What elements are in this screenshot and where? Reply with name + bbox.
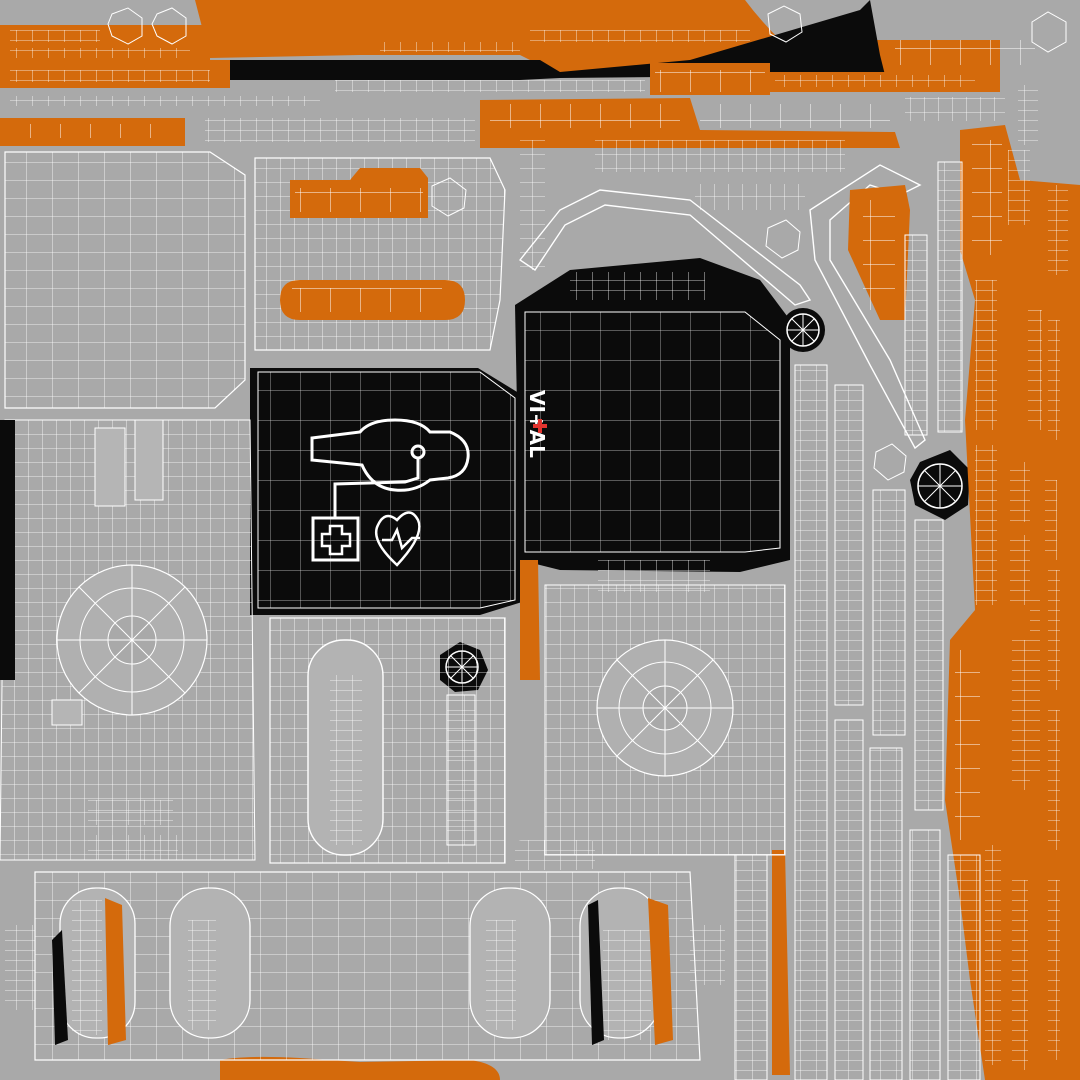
top-trim-strips [0,0,1035,172]
medical-decal: VI+AL [310,390,549,567]
black-case-right [515,258,790,572]
curved-rails [518,140,926,450]
body-outline-icon [310,418,470,492]
right-center-radial-panel [515,560,786,870]
heart-pulse-icon [374,511,421,567]
left-lower-radial-panel [0,419,256,861]
center-top-panel [254,157,506,351]
black-case-left [250,368,522,615]
center-lower-panel [269,617,506,864]
medical-cross-icon [311,516,360,562]
left-large-panel [4,151,246,409]
wheel-icon-1 [781,308,825,352]
right-orange-column [848,85,1080,1080]
bottom-large-panel [5,871,725,1080]
wheel-icon-2 [910,450,970,520]
